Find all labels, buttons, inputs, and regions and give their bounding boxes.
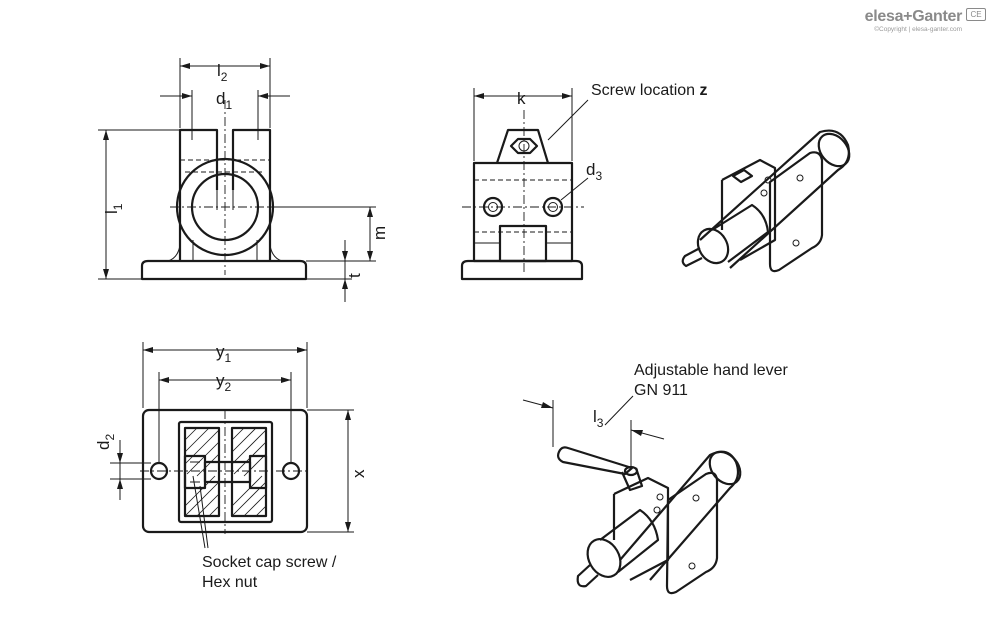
- label-d3: d3: [586, 160, 602, 183]
- label-m: m: [370, 226, 389, 240]
- label-d1: d1: [216, 89, 232, 112]
- iso-view-upper: [681, 129, 851, 273]
- label-y1: y1: [216, 342, 232, 365]
- hand-lever-note-line1: Adjustable hand lever: [634, 362, 789, 379]
- iso-view-lower: [556, 446, 742, 595]
- annotation-notes: Screw location z Socket cap screw / Hex …: [202, 82, 789, 591]
- ce-mark-icon: CE: [966, 8, 986, 21]
- label-l2: l2: [217, 61, 228, 84]
- front-view: [140, 100, 330, 281]
- socket-cap-screw-note-line2: Hex nut: [202, 574, 258, 591]
- label-d2: d2: [94, 434, 117, 450]
- side-view-dimensions: [473, 88, 589, 201]
- brand-copyright: ©Copyright | elesa-ganter.com: [874, 26, 962, 33]
- brand-name: elesa+Ganter: [864, 8, 963, 25]
- side-view: [460, 110, 584, 281]
- label-y2: y2: [216, 371, 232, 394]
- label-l1: l1: [102, 203, 125, 214]
- socket-cap-screw-note-line1: Socket cap screw /: [202, 554, 337, 571]
- top-view-dimensions: [110, 342, 354, 549]
- label-x: x: [349, 469, 368, 478]
- label-t: t: [345, 273, 364, 278]
- top-view: [140, 408, 310, 534]
- label-k: k: [517, 89, 526, 108]
- iso-view-lower-dimensions: [522, 395, 665, 466]
- hand-lever-note-line2: GN 911: [634, 382, 688, 399]
- screw-location-note: Screw location z: [591, 82, 708, 99]
- label-l3: l3: [593, 407, 604, 430]
- brand-logo: elesa+Ganter ©Copyright | elesa-ganter.c…: [864, 8, 963, 33]
- dimension-labels: l2 d1 l1 m t k d3 y1 y2 d2 x l3: [94, 61, 604, 478]
- front-view-dimensions: [98, 58, 376, 302]
